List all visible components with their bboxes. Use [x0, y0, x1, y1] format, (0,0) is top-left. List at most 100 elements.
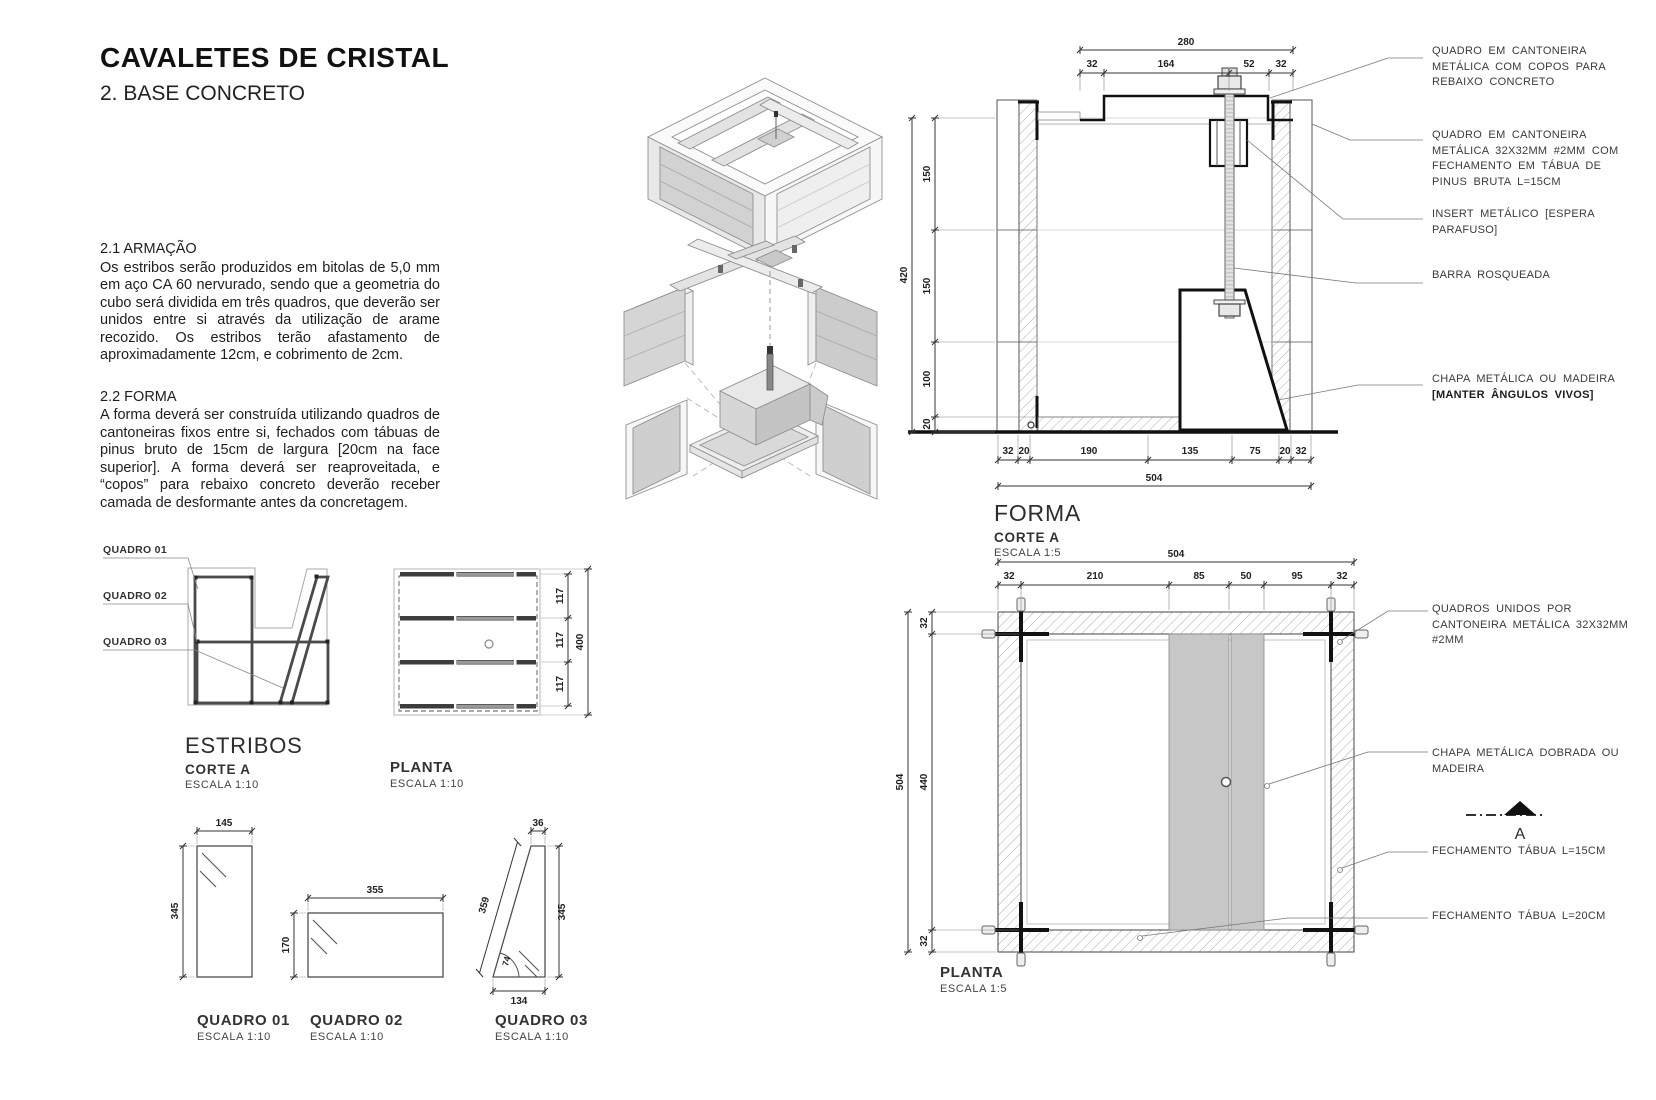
leader-lines — [1233, 57, 1423, 401]
estribos-drawing: QUADRO 01 QUADRO 02 QUADRO 03 — [103, 544, 330, 706]
notes-heading-forma: 2.2 FORMA — [100, 388, 177, 405]
dim-label: 20 — [922, 418, 933, 430]
panel-back-left — [623, 286, 686, 387]
rail — [686, 238, 824, 294]
panel-back-right — [815, 286, 878, 387]
dim-label: 345 — [170, 902, 181, 919]
quadro-03-label: QUADRO 03 — [103, 636, 167, 648]
copo-rebaixo-trapezoid — [1178, 288, 1290, 432]
dim-label: 504 — [895, 773, 906, 790]
annotation: CHAPA METÁLICA OU MADEIRA [MANTER ÂNGULO… — [1432, 372, 1637, 403]
iso-exploded-drawing — [622, 235, 879, 500]
dim-label: 32 — [1086, 59, 1098, 70]
iso-assembled-drawing — [647, 77, 883, 259]
drawing-title: PLANTA — [390, 759, 454, 776]
sheet-header: CAVALETES DE CRISTAL 2. BASE CONCRETO — [100, 42, 449, 106]
top-nut — [1217, 75, 1242, 90]
drawing-scale: ESCALA 1:10 — [185, 779, 259, 791]
annotation: BARRA ROSQUEADA — [1432, 269, 1551, 281]
section-letter: A — [1515, 826, 1526, 843]
insert-hole — [484, 639, 494, 649]
annotation: CHAPA METÁLICA DOBRADA OU MADEIRA — [1432, 747, 1619, 775]
quadro-01-label: QUADRO 01 — [103, 544, 167, 556]
dim-label: 150 — [922, 277, 933, 294]
right-panel — [776, 146, 871, 247]
page-title: CAVALETES DE CRISTAL — [100, 42, 450, 73]
dim-label: 100 — [922, 370, 933, 387]
annotation: QUADROS UNIDOS POR CANTONEIRA METÁLICA 3… — [1432, 603, 1629, 646]
chapa-wing — [809, 383, 829, 426]
dim-label: 36 — [532, 818, 544, 829]
bar-gaps — [454, 571, 517, 710]
dim-label: 32 — [1336, 571, 1348, 582]
drawing-title: PLANTA — [940, 964, 1004, 981]
page-subtitle: 2. BASE CONCRETO — [100, 82, 305, 105]
drawing-scale: ESCALA 1:5 — [940, 983, 1008, 995]
drawing-title: QUADRO 03 — [495, 1012, 588, 1029]
dim-label: 50 — [1240, 571, 1252, 582]
dim-label: 32 — [1003, 571, 1015, 582]
drawing-title: ESTRIBOS — [185, 733, 303, 758]
dim-lines — [179, 827, 563, 995]
dim-label: 170 — [281, 936, 292, 953]
section-arrow — [1504, 801, 1536, 815]
cube — [647, 77, 883, 259]
dim-label: 32 — [919, 935, 930, 947]
chapa-band-wide — [1168, 633, 1230, 931]
insert-hole — [1220, 776, 1232, 788]
quadro-01-frame — [193, 575, 254, 705]
dim-label: 400 — [575, 633, 586, 650]
dim-label: 359 — [477, 895, 492, 914]
barra-rosqueada-iso — [766, 353, 774, 391]
drawing-scale: ESCALA 1:10 — [197, 1031, 271, 1043]
panels — [622, 235, 879, 500]
dim-label: 190 — [1081, 446, 1098, 457]
planta10-title-block: PLANTA ESCALA 1:10 — [390, 759, 464, 790]
dim-lines — [564, 565, 592, 719]
drawing-scale: ESCALA 1:10 — [390, 778, 464, 790]
dim-label: 117 — [555, 631, 566, 648]
dim-label: 210 — [1087, 571, 1104, 582]
dim-label: 32 — [1275, 59, 1287, 70]
annotation: INSERT METÁLICO [ESPERA PARAFUSO] — [1432, 208, 1595, 236]
drawing-subtitle: CORTE A — [185, 762, 251, 777]
concrete-outline — [187, 567, 328, 706]
dim-label: 164 — [1158, 59, 1175, 70]
witness-lines — [939, 77, 1312, 456]
quadro1-title-block: QUADRO 01 ESCALA 1:10 — [197, 1012, 290, 1043]
stirrup-frames — [193, 575, 330, 705]
quadro-03-frame — [278, 575, 330, 705]
quadro-02-frame — [195, 640, 330, 705]
angle-arc — [499, 952, 520, 978]
quadro-01-shape — [196, 845, 253, 978]
top-board — [1037, 111, 1081, 121]
dim-label: 75 — [1249, 446, 1261, 457]
dim-label: 20 — [1279, 446, 1291, 457]
forma-title-block: FORMA CORTE A ESCALA 1:5 — [994, 500, 1081, 559]
dim-label: 85 — [1193, 571, 1205, 582]
dim-label: 420 — [899, 266, 910, 283]
leader-lines — [103, 557, 284, 689]
annotation-text: CHAPA METÁLICA OU MADEIRA — [1432, 373, 1616, 385]
dim-label: 504 — [1168, 549, 1185, 560]
dim-label: 74 — [500, 955, 512, 967]
corner-bolts — [981, 597, 1369, 967]
dim-label: 20 — [1018, 446, 1030, 457]
forma-corte-drawing: 280 32 164 52 32 420 150 150 100 20 32 2… — [899, 37, 1423, 490]
annotation: QUADRO EM CANTONEIRA METÁLICA 32X32MM #2… — [1432, 129, 1619, 188]
quadro-02-shape — [307, 912, 444, 978]
dim-label: 134 — [511, 996, 528, 1007]
copo-cup — [754, 249, 794, 268]
dim-label: 117 — [555, 587, 566, 604]
estribo-bar-laps — [457, 572, 514, 708]
drawing-scale: ESCALA 1:5 — [994, 547, 1062, 559]
insert-tip — [767, 346, 773, 354]
dim-label: 52 — [1243, 59, 1255, 70]
quadro-02-label: QUADRO 02 — [103, 590, 167, 602]
witness-lines — [936, 589, 1355, 953]
formwork-walls — [996, 99, 1313, 433]
drawing-title: QUADRO 01 — [197, 1012, 290, 1029]
quadros-drawing: 145 345 355 170 36 345 134 359 74 — [170, 818, 568, 1007]
dim-label: 32 — [919, 617, 930, 629]
